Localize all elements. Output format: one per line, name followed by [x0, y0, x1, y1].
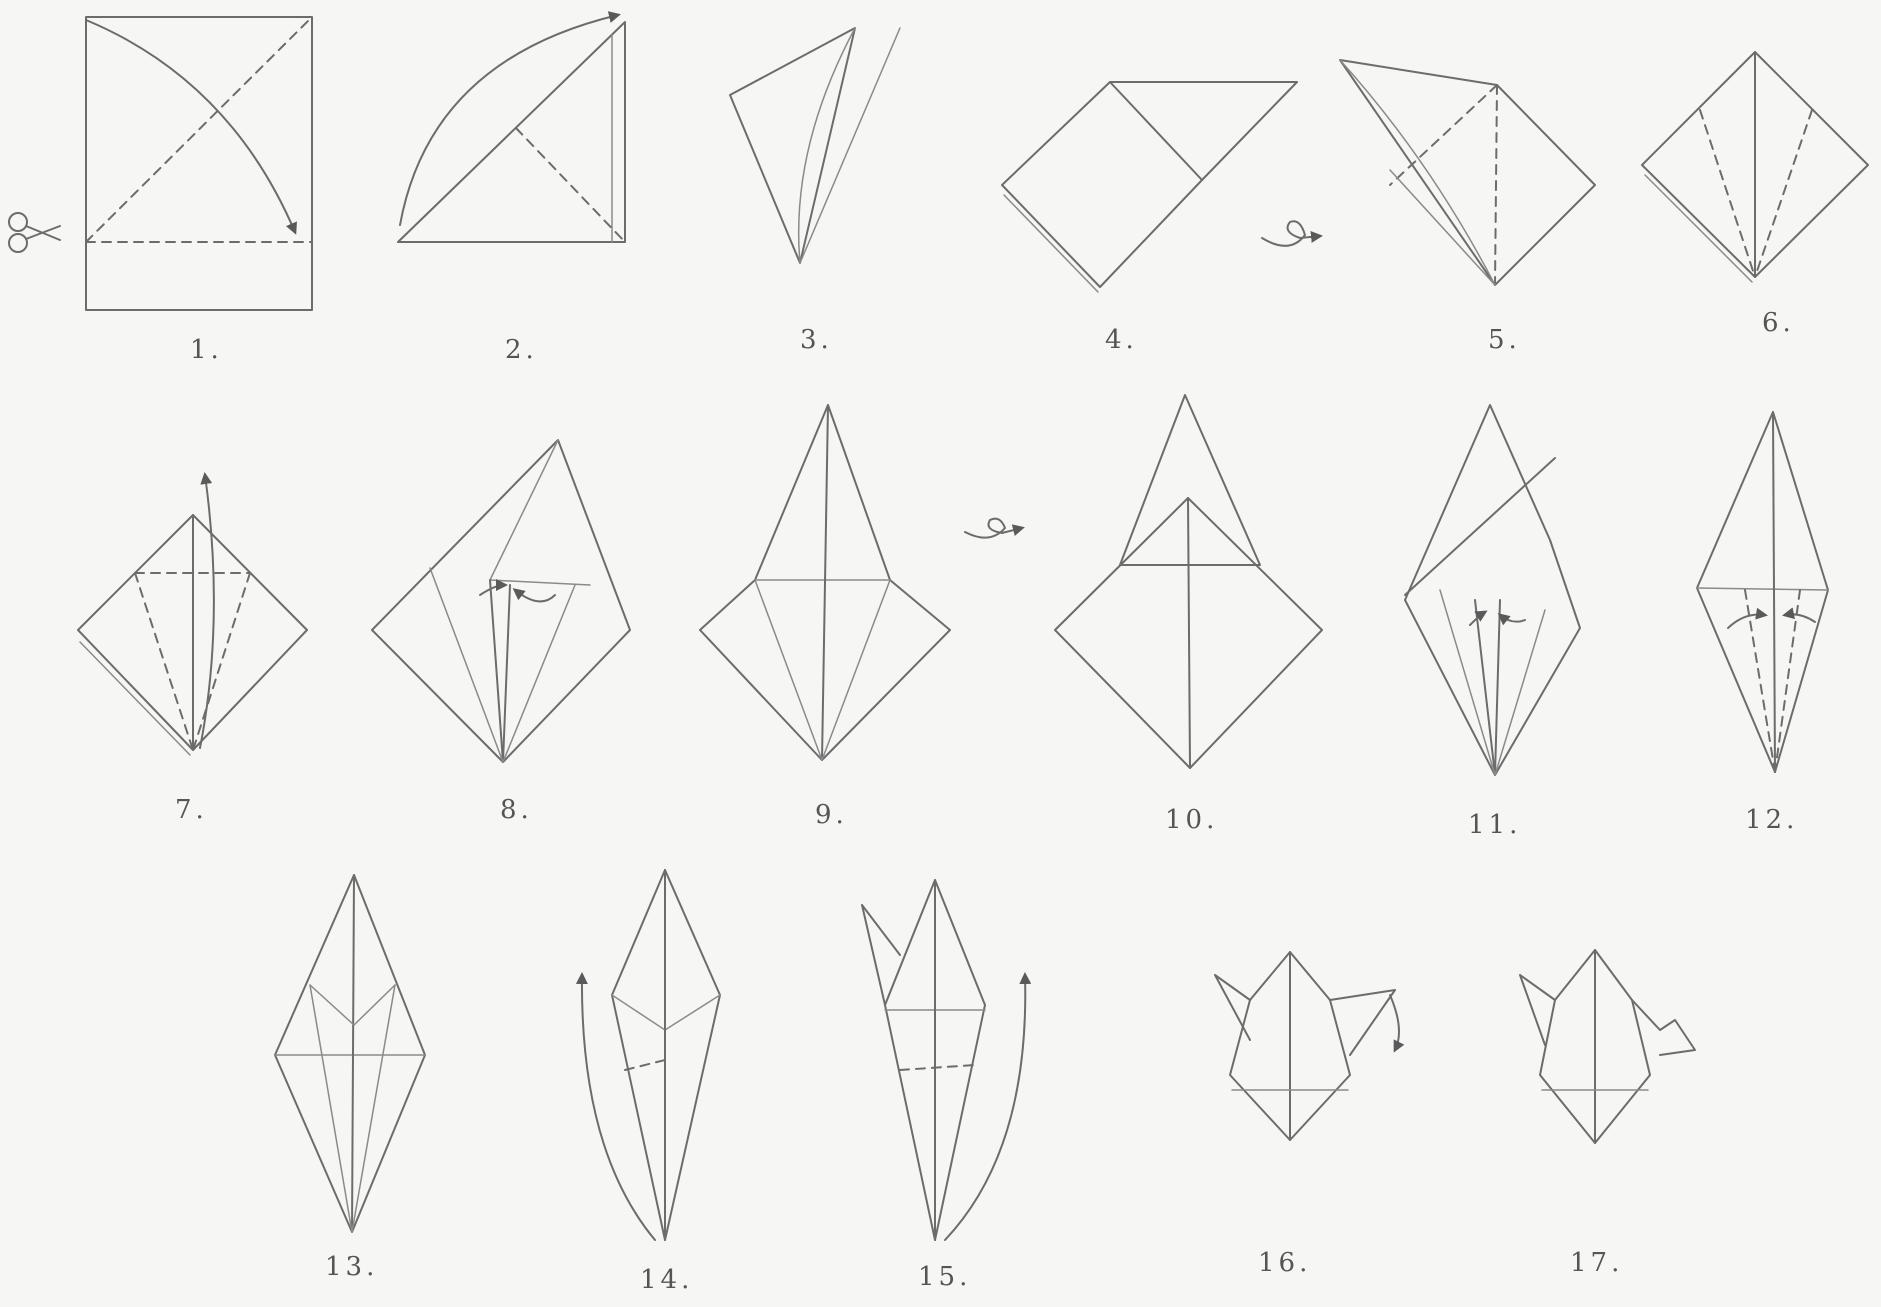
step-3-figure	[730, 28, 900, 263]
step-label-8: 8.	[500, 795, 533, 825]
step-label-17: 17.	[1570, 1248, 1623, 1278]
step-14-figure	[582, 870, 720, 1240]
turn-over-icon	[1262, 221, 1320, 246]
step-6-figure	[1642, 52, 1868, 282]
step-12-figure	[1697, 412, 1828, 772]
step-10-figure	[1055, 395, 1322, 768]
step-label-13: 13.	[325, 1252, 378, 1282]
step-label-10: 10.	[1165, 805, 1218, 835]
step-label-4: 4.	[1105, 325, 1138, 355]
step-label-1: 1.	[190, 335, 223, 365]
step-7-figure	[78, 475, 307, 755]
step-5-figure	[1340, 60, 1595, 285]
step-17-figure	[1520, 950, 1695, 1143]
step-label-15: 15.	[918, 1262, 971, 1292]
step-16-figure	[1215, 952, 1399, 1140]
step-label-7: 7.	[175, 795, 208, 825]
turn-over-icon	[965, 519, 1022, 538]
step-2-figure	[398, 15, 625, 242]
step-11-figure	[1405, 405, 1580, 775]
step-label-5: 5.	[1488, 325, 1521, 355]
step-label-14: 14.	[640, 1265, 693, 1295]
step-4-figure	[1002, 82, 1297, 292]
step-label-11: 11.	[1468, 810, 1521, 840]
step-1-figure	[9, 17, 312, 310]
step-13-figure	[275, 875, 425, 1232]
step-15-figure	[862, 880, 1025, 1240]
step-label-6: 6.	[1762, 308, 1795, 338]
step-label-16: 16.	[1258, 1248, 1311, 1278]
step-label-12: 12.	[1745, 805, 1798, 835]
step-9-figure	[700, 405, 950, 760]
step-label-3: 3.	[800, 325, 833, 355]
step-label-9: 9.	[815, 800, 848, 830]
scissors-icon	[9, 213, 60, 252]
step-label-2: 2.	[505, 335, 538, 365]
step-8-figure	[372, 440, 630, 762]
